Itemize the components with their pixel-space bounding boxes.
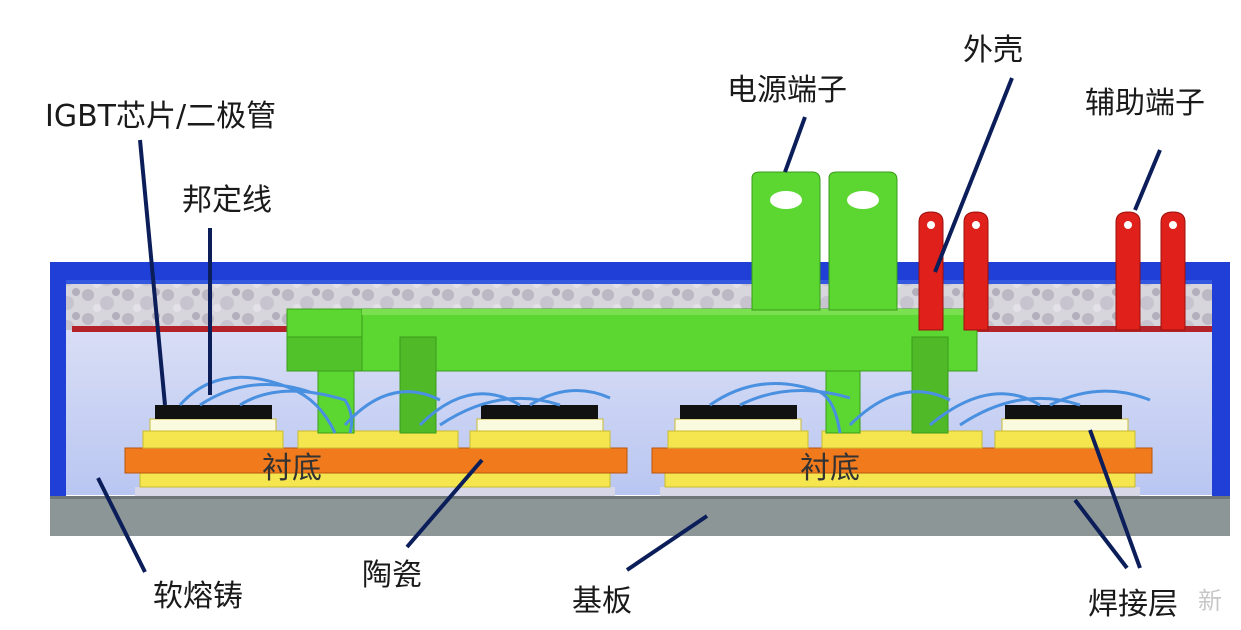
baseplate-top-edge (50, 496, 1230, 499)
substrate-left (124, 447, 628, 474)
igbt-chip-left-2 (481, 405, 598, 419)
chip-pad-left-1 (149, 418, 277, 432)
leader-soft-potting (96, 477, 147, 573)
label-aux-terminal: 辅助端子 (1085, 86, 1205, 121)
housing-right-wall (1212, 262, 1230, 496)
leader-solder-1 (1073, 498, 1129, 570)
aux-terminal-2 (963, 211, 989, 331)
leader-baseplate (625, 514, 709, 572)
label-baseplate: 基板 (572, 584, 632, 619)
substrate-right (651, 447, 1153, 474)
leader-igbt (138, 139, 167, 406)
leader-ceramic (405, 458, 484, 549)
label-igbt-chip: IGBT芯片/二极管 (45, 99, 276, 134)
ceramic-upper-right-3 (994, 430, 1136, 449)
chip-pad-left-2 (476, 418, 604, 432)
aux-terminal-1 (918, 211, 944, 331)
label-power-terminal: 电源端子 (727, 73, 847, 108)
igbt-chip-right-2 (1005, 405, 1122, 419)
ceramic-upper-left-2 (297, 430, 459, 449)
ceramic-upper-left-1 (142, 430, 284, 449)
ceramic-upper-left-3 (469, 430, 611, 449)
label-housing: 外壳 (963, 33, 1023, 68)
ceramic-upper-right-2 (821, 430, 983, 449)
power-busbar (286, 308, 978, 434)
igbt-chip-left-1 (155, 405, 272, 419)
solder-layer-right (660, 487, 1140, 496)
housing-left-wall (50, 262, 66, 496)
leader-lines (96, 77, 1162, 573)
aux-terminal-3 (1115, 211, 1141, 331)
label-ceramic: 陶瓷 (362, 558, 422, 593)
chip-pad-right-1 (674, 418, 802, 432)
chip-pad-right-2 (1001, 418, 1129, 432)
igbt-chip-right-1 (680, 405, 797, 419)
ceramic-upper-right-1 (667, 430, 809, 449)
watermark-text: 新 (1198, 587, 1222, 615)
leader-power-terminal (783, 116, 807, 173)
power-terminal-2 (828, 171, 898, 311)
label-soft-potting: 软熔铸 (153, 579, 243, 614)
solder-layer-left (135, 487, 615, 496)
aux-terminal-4 (1160, 211, 1186, 331)
baseplate (50, 496, 1230, 536)
ceramic-lower-left (139, 472, 611, 488)
housing-inner-line (66, 280, 1212, 284)
leader-housing (933, 77, 1014, 273)
label-bond-wire: 邦定线 (182, 183, 272, 218)
leader-aux-terminal (1133, 149, 1162, 211)
label-substrate-left: 衬底 (262, 451, 322, 486)
housing-top (50, 262, 1230, 280)
label-solder-layer: 焊接层 (1088, 587, 1178, 622)
leader-solder-2 (1088, 429, 1142, 569)
bond-wires (178, 375, 1151, 434)
ceramic-lower-right (664, 472, 1136, 488)
power-terminal-1 (751, 171, 821, 311)
label-substrate-right: 衬底 (800, 451, 860, 486)
